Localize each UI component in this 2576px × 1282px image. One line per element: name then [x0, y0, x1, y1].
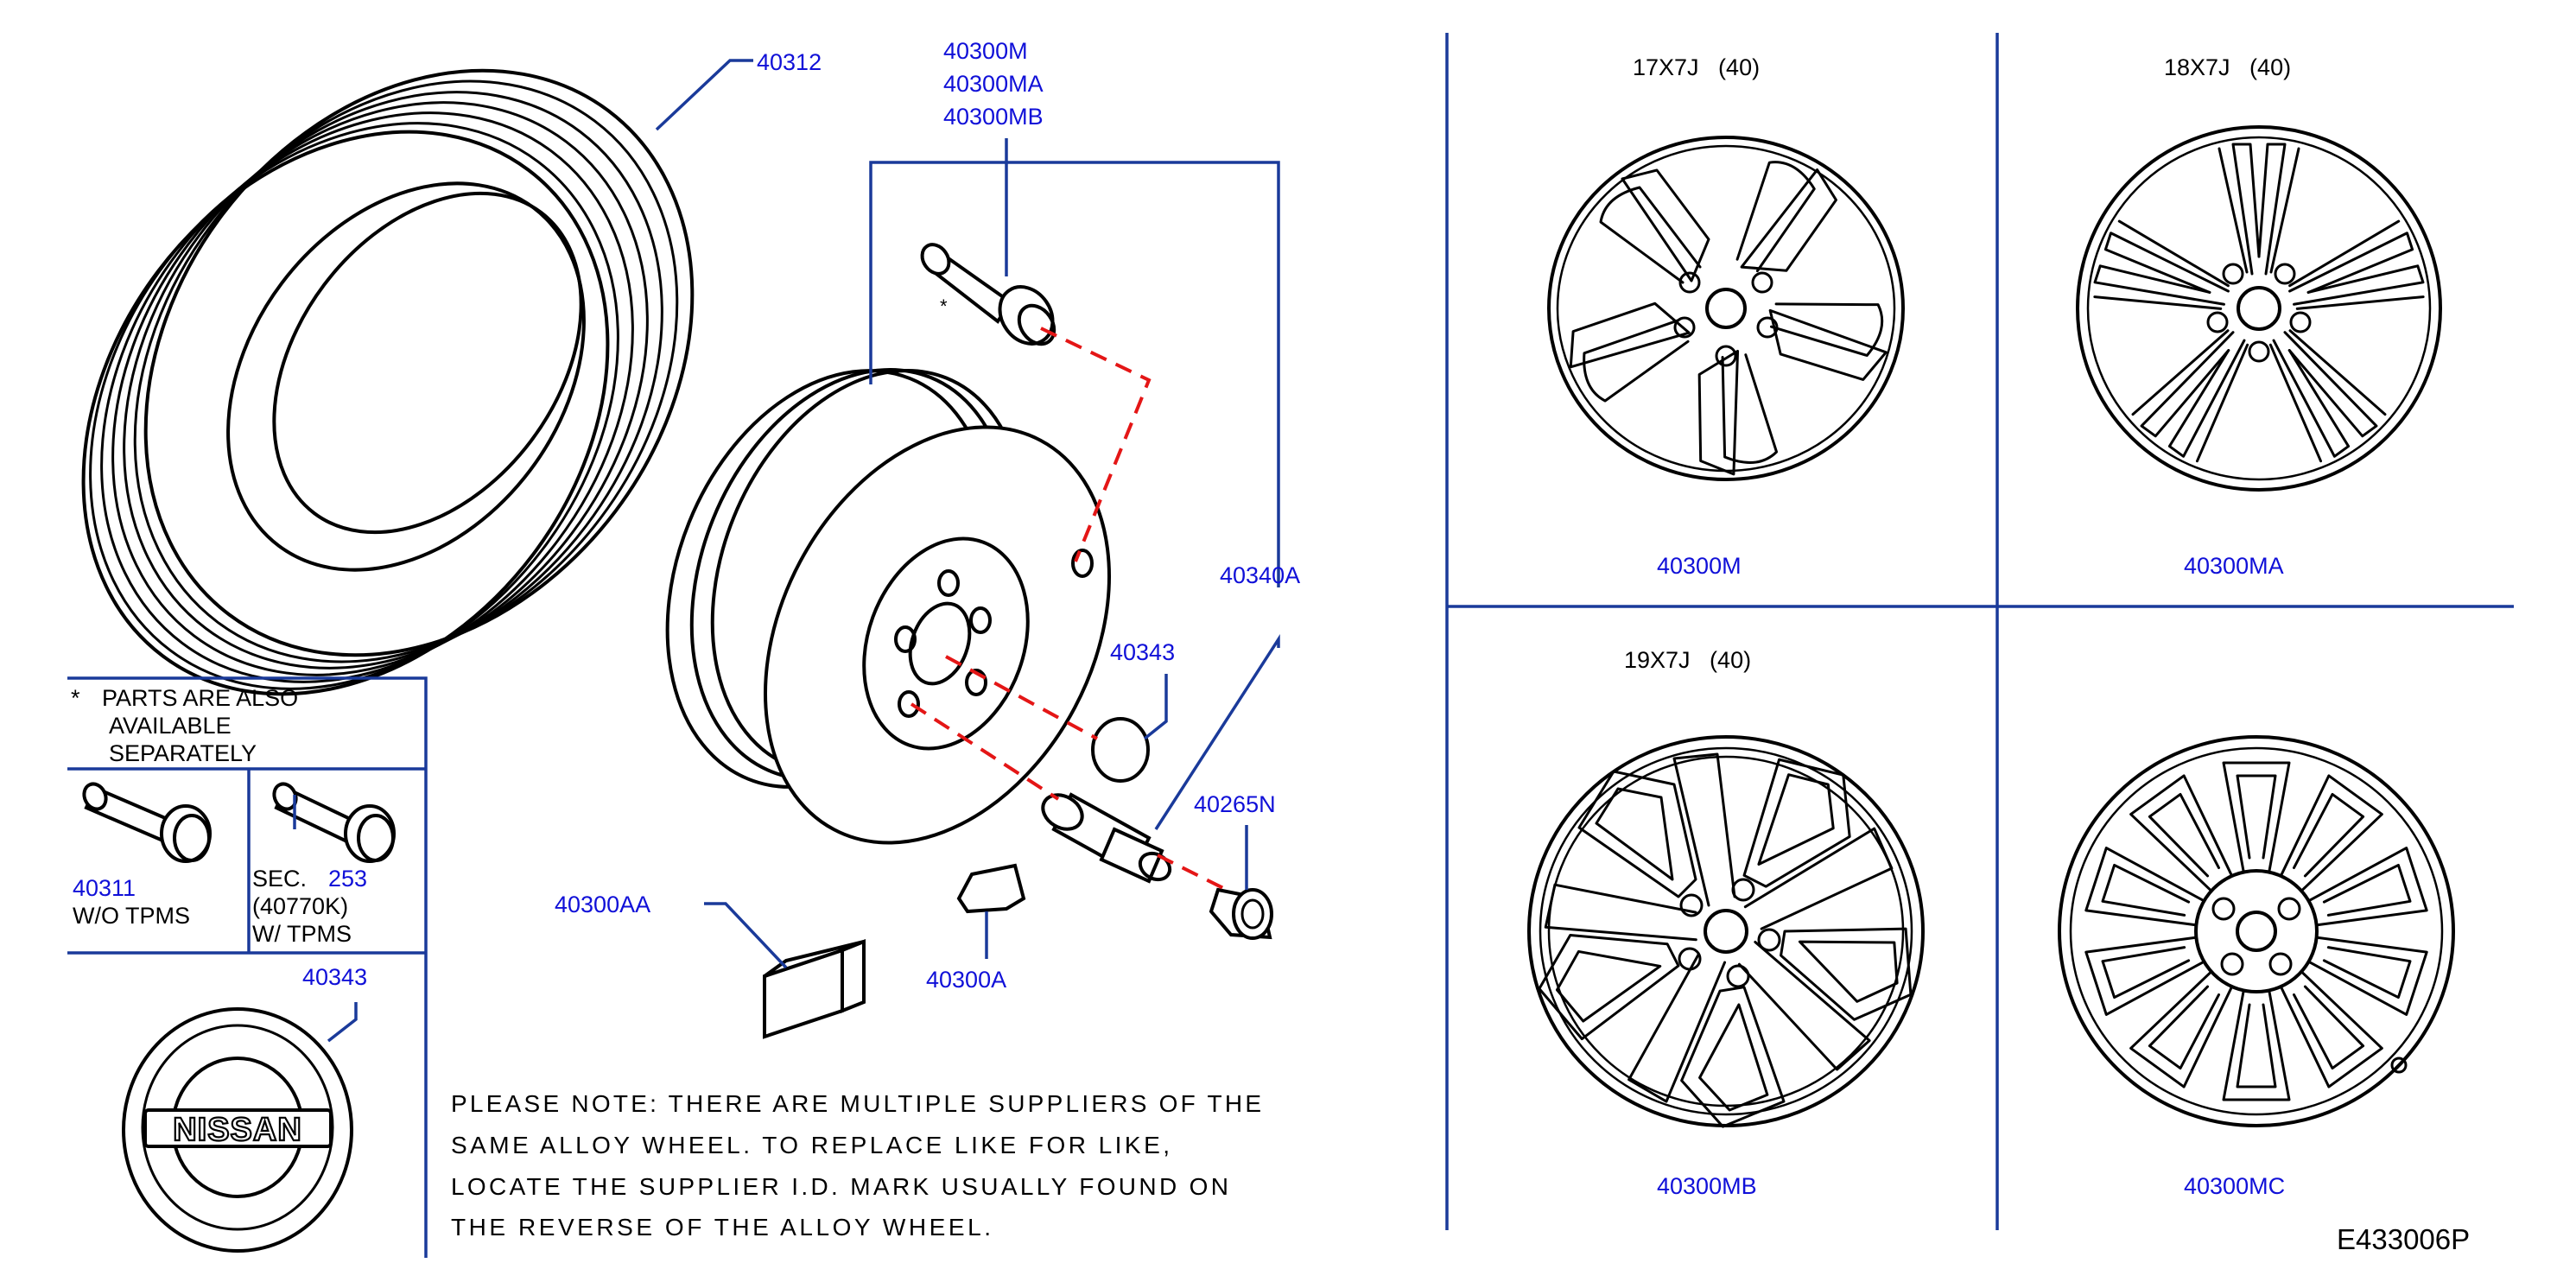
- legend-asterisk: *: [71, 685, 80, 711]
- note-line-2: SAME ALLOY WHEEL. TO REPLACE LIKE FOR LI…: [451, 1132, 1170, 1158]
- valve-wo-tpms-illustration: [82, 782, 212, 863]
- center-cap-leader: [1143, 674, 1168, 740]
- cap-dash-leader: [945, 655, 1098, 740]
- valve-group-label-1: 40300M: [943, 38, 1028, 64]
- legend-note-line3: SEPARATELY: [109, 740, 257, 766]
- wheel-19in-part: 40300MB: [1657, 1173, 1757, 1199]
- wheel-17in-size: 17X7J (40): [1633, 54, 1760, 80]
- balance-weight-illustration: [763, 939, 866, 1039]
- note-line-1: PLEASE NOTE: THERE ARE MULTIPLE SUPPLIER…: [451, 1090, 1261, 1117]
- cap-legend-part: 40343: [302, 964, 367, 990]
- legend-note-line1: PARTS ARE ALSO: [102, 685, 298, 711]
- tpms-sec-label: SEC.: [252, 866, 307, 892]
- legend-note-line2: AVAILABLE: [109, 713, 232, 739]
- valve-group-bracket: [869, 161, 1280, 587]
- wheel-17in-part: 40300M: [1657, 553, 1742, 579]
- wheel-18in-illustration: [2076, 125, 2442, 492]
- center-cap-label: 40343: [1110, 639, 1175, 665]
- legend-box: [67, 676, 428, 1258]
- cap-legend-leader: [327, 1002, 358, 1043]
- wheel-40300mc-part: 40300MC: [2184, 1173, 2285, 1199]
- wheel-18in-part: 40300MA: [2184, 553, 2284, 579]
- valve-group-label-2: 40300MA: [943, 71, 1044, 97]
- tire-leader: [655, 59, 753, 131]
- wheel-19in-illustration: [1511, 735, 1951, 1163]
- clip-weight-illustration: [956, 863, 1026, 914]
- tpms-desc: W/ TPMS: [252, 921, 352, 947]
- wheel-18in-size: 18X7J (40): [2164, 54, 2291, 80]
- tire-illustration: [81, 68, 695, 696]
- tpms-sec-number: 253: [328, 866, 367, 892]
- figure-code: E433006P: [2337, 1223, 2470, 1255]
- note-line-3: LOCATE THE SUPPLIER I.D. MARK USUALLY FO…: [451, 1173, 1228, 1200]
- wheel-19in-size: 19X7J (40): [1624, 647, 1751, 673]
- separately-available-mark: *: [940, 295, 948, 317]
- wheel-40300mc-illustration: [2058, 735, 2455, 1127]
- nut-cap-illustration: [1209, 887, 1273, 940]
- center-cap-disc: [1091, 717, 1150, 783]
- wheel-illustration: [665, 367, 1111, 845]
- valve-w-tpms-illustration: [272, 782, 396, 863]
- clip-weight-label: 40300A: [926, 967, 1006, 993]
- nissan-center-cap: NISSAN: [122, 1007, 353, 1253]
- valve-group-label-3: 40300MB: [943, 104, 1044, 130]
- valve-wo-tpms-desc: W/O TPMS: [73, 903, 190, 929]
- nut-label: 40265N: [1194, 791, 1276, 817]
- nissan-logo-text: NISSAN: [173, 1112, 302, 1148]
- wheel-grid-frame: [1445, 33, 2514, 1230]
- tire-part-label: 40312: [757, 49, 822, 75]
- wheel-assembly-leader: [1154, 634, 1280, 830]
- valve-stem-illustration: [920, 243, 1056, 346]
- tpms-ref: (40770K): [252, 893, 348, 919]
- wheel-assembly-label: 40340A: [1220, 562, 1300, 588]
- note-line-4: THE REVERSE OF THE ALLOY WHEEL.: [451, 1214, 991, 1241]
- small-nut-dash-leader: [1157, 854, 1228, 892]
- balance-weight-leader: [704, 902, 788, 969]
- valve-dash-leader: [1040, 327, 1152, 562]
- valve-wo-tpms-part: 40311: [73, 875, 136, 901]
- nut-dash-leader: [910, 702, 1060, 801]
- wheel-17in-illustration: [1547, 136, 1910, 496]
- lug-nut-illustration: [1041, 792, 1172, 884]
- balance-weight-label: 40300AA: [555, 892, 650, 917]
